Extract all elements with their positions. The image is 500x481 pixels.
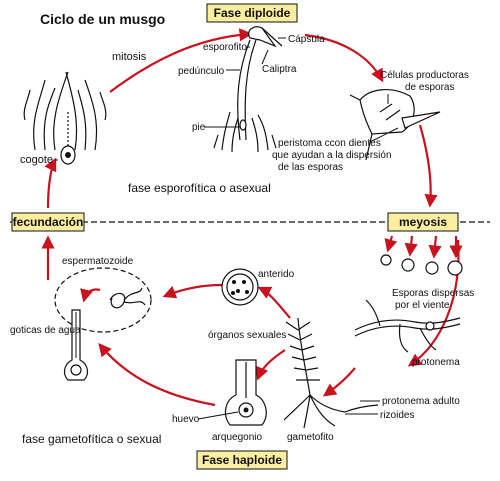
arrow-spores-to-protonema — [407, 239, 460, 367]
sporophyte-label: esporofito — [203, 42, 247, 53]
open-capsule-illustration — [349, 89, 441, 161]
meiosis-box: meyosis — [387, 212, 459, 232]
spore-cells-label-line2: de esporas — [405, 82, 454, 93]
foot-label: pie — [192, 122, 206, 133]
haploid-phase-label: Fase haploide — [202, 453, 282, 467]
haploid-phase-box: Fase haploide — [196, 450, 288, 470]
arrow-antheridium-to-water — [162, 283, 223, 299]
cogote-label: cogote — [20, 154, 53, 166]
spores-label-line2: por el viente — [395, 300, 450, 311]
arrow-archegonium-to-water — [98, 342, 216, 407]
archegonium-neck-illustration — [63, 309, 89, 381]
spore-cells-label-line1: Células productoras — [380, 70, 469, 81]
peristome-label-line2: que ayudan a la dispersión — [272, 150, 392, 161]
spores-label-line1: Esporas dispersas — [392, 288, 474, 299]
antheridium-illustration — [221, 268, 259, 306]
arrow-mitosis-to-sporophyte — [109, 28, 253, 93]
antheridium-label: anterido — [258, 269, 295, 280]
water-drop-outline — [54, 267, 152, 333]
arrow-gametophyte-to-antheridium — [257, 286, 291, 319]
young-sporophyte-illustration — [23, 71, 107, 165]
calyptra-label: Caliptra — [262, 64, 297, 75]
peristome-label-line3: de las esporas — [278, 162, 343, 173]
diploid-phase-box: Fase diploide — [206, 3, 298, 23]
water-drops-label: goticas de agua — [10, 325, 81, 336]
spermatozoid-illustration — [109, 287, 146, 309]
rhizoids-label: rizoides — [380, 410, 414, 421]
peristome-label-line1: peristoma ccon dientes — [278, 138, 381, 149]
arrow-protonema-to-gametophyte — [322, 367, 356, 397]
fertilization-label: fecundación — [13, 215, 84, 229]
diagram-title: Ciclo de un musgo — [40, 11, 165, 27]
adult-protonema-label: protonema adulto — [382, 396, 460, 407]
gametophyte-illustration — [283, 317, 379, 429]
peduncle-label: pedúnculo — [178, 66, 225, 77]
protonema-label: protonema — [412, 357, 460, 368]
fertilization-box: fecundación — [11, 212, 85, 232]
capsule-label: Cápsula — [288, 34, 325, 45]
arrow-gametophyte-to-archegonium — [255, 349, 286, 381]
gametophyte-label: gametofito — [287, 432, 334, 443]
protonema-illustration — [354, 299, 461, 353]
diploid-phase-label: Fase diploide — [214, 6, 291, 20]
arrow-sporophyte-to-capsule — [304, 33, 384, 83]
gametophytic-phase-caption: fase gametofítica o sexual — [22, 432, 161, 446]
spermatozoid-label: espermatozoide — [62, 256, 134, 267]
egg-label: huevo — [172, 414, 200, 425]
arrow-capsule-to-meiosis — [418, 124, 438, 208]
spores-illustration — [380, 235, 463, 276]
mitosis-label: mitosis — [112, 51, 147, 63]
archegonium-illustration — [224, 359, 267, 426]
arrow-sperm-to-neck — [80, 288, 101, 303]
sporophytic-phase-caption: fase esporofítica o asexual — [128, 181, 271, 195]
archegonium-label: arquegonio — [212, 432, 262, 443]
meiosis-label: meyosis — [399, 215, 447, 229]
sex-organs-label: órganos sexuales — [208, 330, 286, 341]
arrow-fertilization-to-cogote — [44, 157, 57, 209]
